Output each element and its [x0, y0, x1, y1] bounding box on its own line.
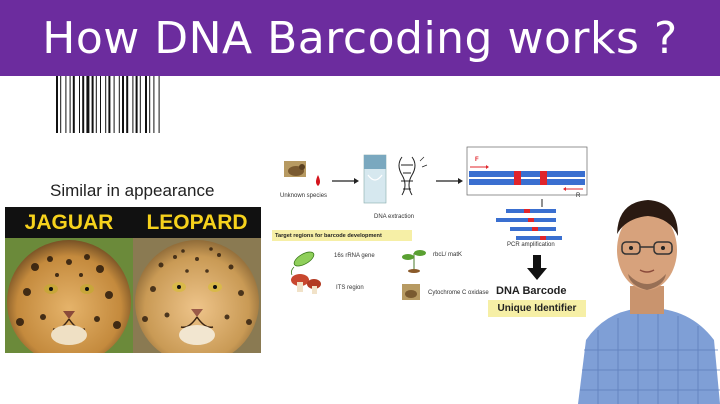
- animal-sample-icon: [402, 284, 420, 300]
- barcode-stripe: [139, 76, 141, 133]
- rrna-gene-label: 16s rRNA gene: [334, 253, 375, 259]
- barcode-stripe: [158, 76, 160, 133]
- unknown-species-icon: [284, 161, 306, 177]
- barcode-stripe: [72, 76, 75, 133]
- rbcl-matk-label: rbcL/ matK: [433, 252, 463, 258]
- barcode-stripe: [118, 76, 120, 133]
- barcode-stripe: [135, 76, 138, 133]
- barcode-stripe: [60, 76, 62, 133]
- arrow-icon: [436, 178, 463, 184]
- target-regions-label: Target regions for barcode development: [272, 230, 412, 241]
- barcode-stripe: [113, 76, 115, 133]
- jaguar-label: JAGUAR: [5, 207, 133, 238]
- barcode-stripe: [145, 76, 147, 133]
- reverse-primer-label: R: [576, 193, 581, 199]
- barcode-stripe: [65, 76, 67, 133]
- pcr-amplification-label: PCR amplification: [507, 242, 555, 248]
- its-region-label: ITS region: [336, 285, 364, 291]
- arrow-icon: [332, 178, 359, 184]
- unknown-species-label: Unknown species: [280, 193, 328, 199]
- similar-appearance-label: Similar in appearance: [50, 181, 215, 200]
- cytochrome-oxidase-label: Cytochrome C oxidase: [428, 290, 489, 296]
- barcode-stripe: [82, 76, 85, 133]
- page-title: How DNA Barcoding works ?: [42, 12, 678, 64]
- barcode-stripe: [105, 76, 107, 133]
- pcr-box: [466, 146, 588, 196]
- barcode-stripe: [95, 76, 97, 133]
- barcode-stripe: [122, 76, 124, 133]
- pcr-fragments: [496, 199, 562, 240]
- presenter-photo: [578, 200, 720, 404]
- dna-helix-icon: [398, 156, 428, 196]
- barcode-stripe: [91, 76, 94, 133]
- forward-primer-label: F: [475, 157, 479, 163]
- jaguar-image: JAGUAR: [5, 207, 133, 353]
- down-arrow-icon: [527, 255, 547, 280]
- barcode-icon: [56, 76, 160, 133]
- barcode-stripe: [126, 76, 129, 133]
- bacterium-icon: [290, 251, 315, 276]
- dna-barcode-label: DNA Barcode: [496, 285, 567, 297]
- barcode-stripe: [86, 76, 90, 133]
- barcode-stripe: [56, 76, 58, 133]
- extraction-tube-icon: [363, 154, 387, 204]
- barcode-stripe: [100, 76, 101, 133]
- plant-icon: [402, 250, 426, 273]
- barcode-stripe: [79, 76, 80, 133]
- barcode-stripe: [69, 76, 71, 133]
- dna-barcoding-diagram: [284, 146, 588, 280]
- mushroom-icon: [291, 274, 321, 294]
- barcode-stripe: [132, 76, 134, 133]
- title-bar: How DNA Barcoding works ?: [0, 0, 720, 76]
- barcode-stripe: [149, 76, 151, 133]
- barcode-stripe: [153, 76, 155, 133]
- unique-identifier-label: Unique Identifier: [488, 300, 586, 317]
- leopard-image: LEOPARD: [133, 207, 261, 353]
- blood-drop-icon: [316, 175, 320, 186]
- leopard-label: LEOPARD: [133, 207, 261, 238]
- barcode-stripe: [108, 76, 111, 133]
- dna-extraction-label: DNA extraction: [374, 214, 415, 220]
